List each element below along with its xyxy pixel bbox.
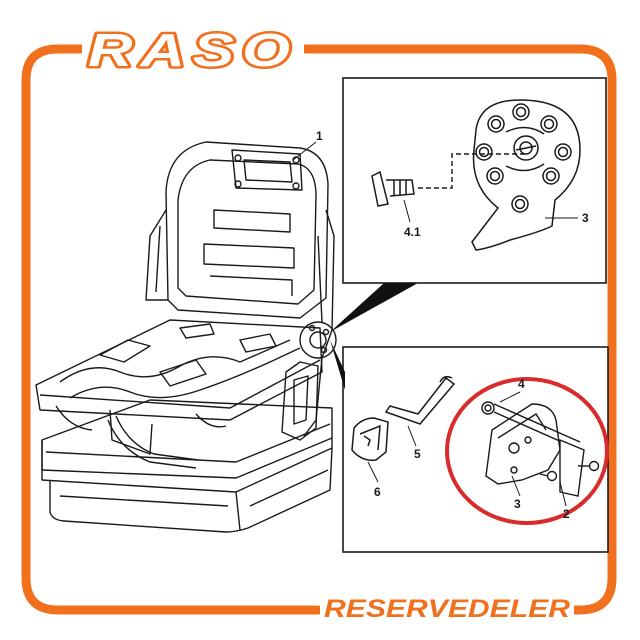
leader-cover-strip: [407, 425, 417, 447]
brand-frame: [21, 44, 617, 615]
pointer-to-covers: [330, 340, 345, 390]
logo-text: RASO: [88, 24, 298, 76]
seat-illustration: [35, 141, 337, 533]
bracket-drawing: [481, 401, 600, 497]
callout-screw: 2: [563, 507, 570, 521]
leader-screw: [559, 481, 567, 507]
assembly-line: [418, 153, 526, 189]
callout-bracket: 3: [514, 497, 521, 511]
callout-side-cover: 6: [374, 485, 381, 499]
callout-pin: 4: [518, 377, 525, 391]
pointer-to-hinge: [330, 283, 418, 332]
footer-brand: RESERVEDELER: [320, 594, 574, 623]
hinge-plate-drawing: [471, 99, 581, 251]
callout-cover-strip: 5: [414, 447, 421, 461]
callout-seat-back: 1: [316, 129, 323, 143]
bolt-drawing: [371, 170, 415, 207]
highlight-circle: [445, 377, 609, 525]
leader-seat-back: [292, 141, 317, 161]
footer-text: RESERVEDELER: [324, 595, 570, 623]
logo-text-inner: RASO: [88, 24, 298, 76]
raso-logo: RASO RASO: [82, 22, 304, 79]
cover-strip-drawing: [384, 375, 456, 425]
side-cover-drawing: [351, 417, 389, 462]
callout-bolt: 4.1: [404, 225, 421, 239]
leader-bolt: [403, 199, 411, 223]
leader-bracket: [511, 475, 521, 497]
leader-side-cover: [367, 461, 379, 483]
leader-pin: [499, 391, 521, 403]
callout-hinge-plate: 3: [582, 211, 589, 225]
